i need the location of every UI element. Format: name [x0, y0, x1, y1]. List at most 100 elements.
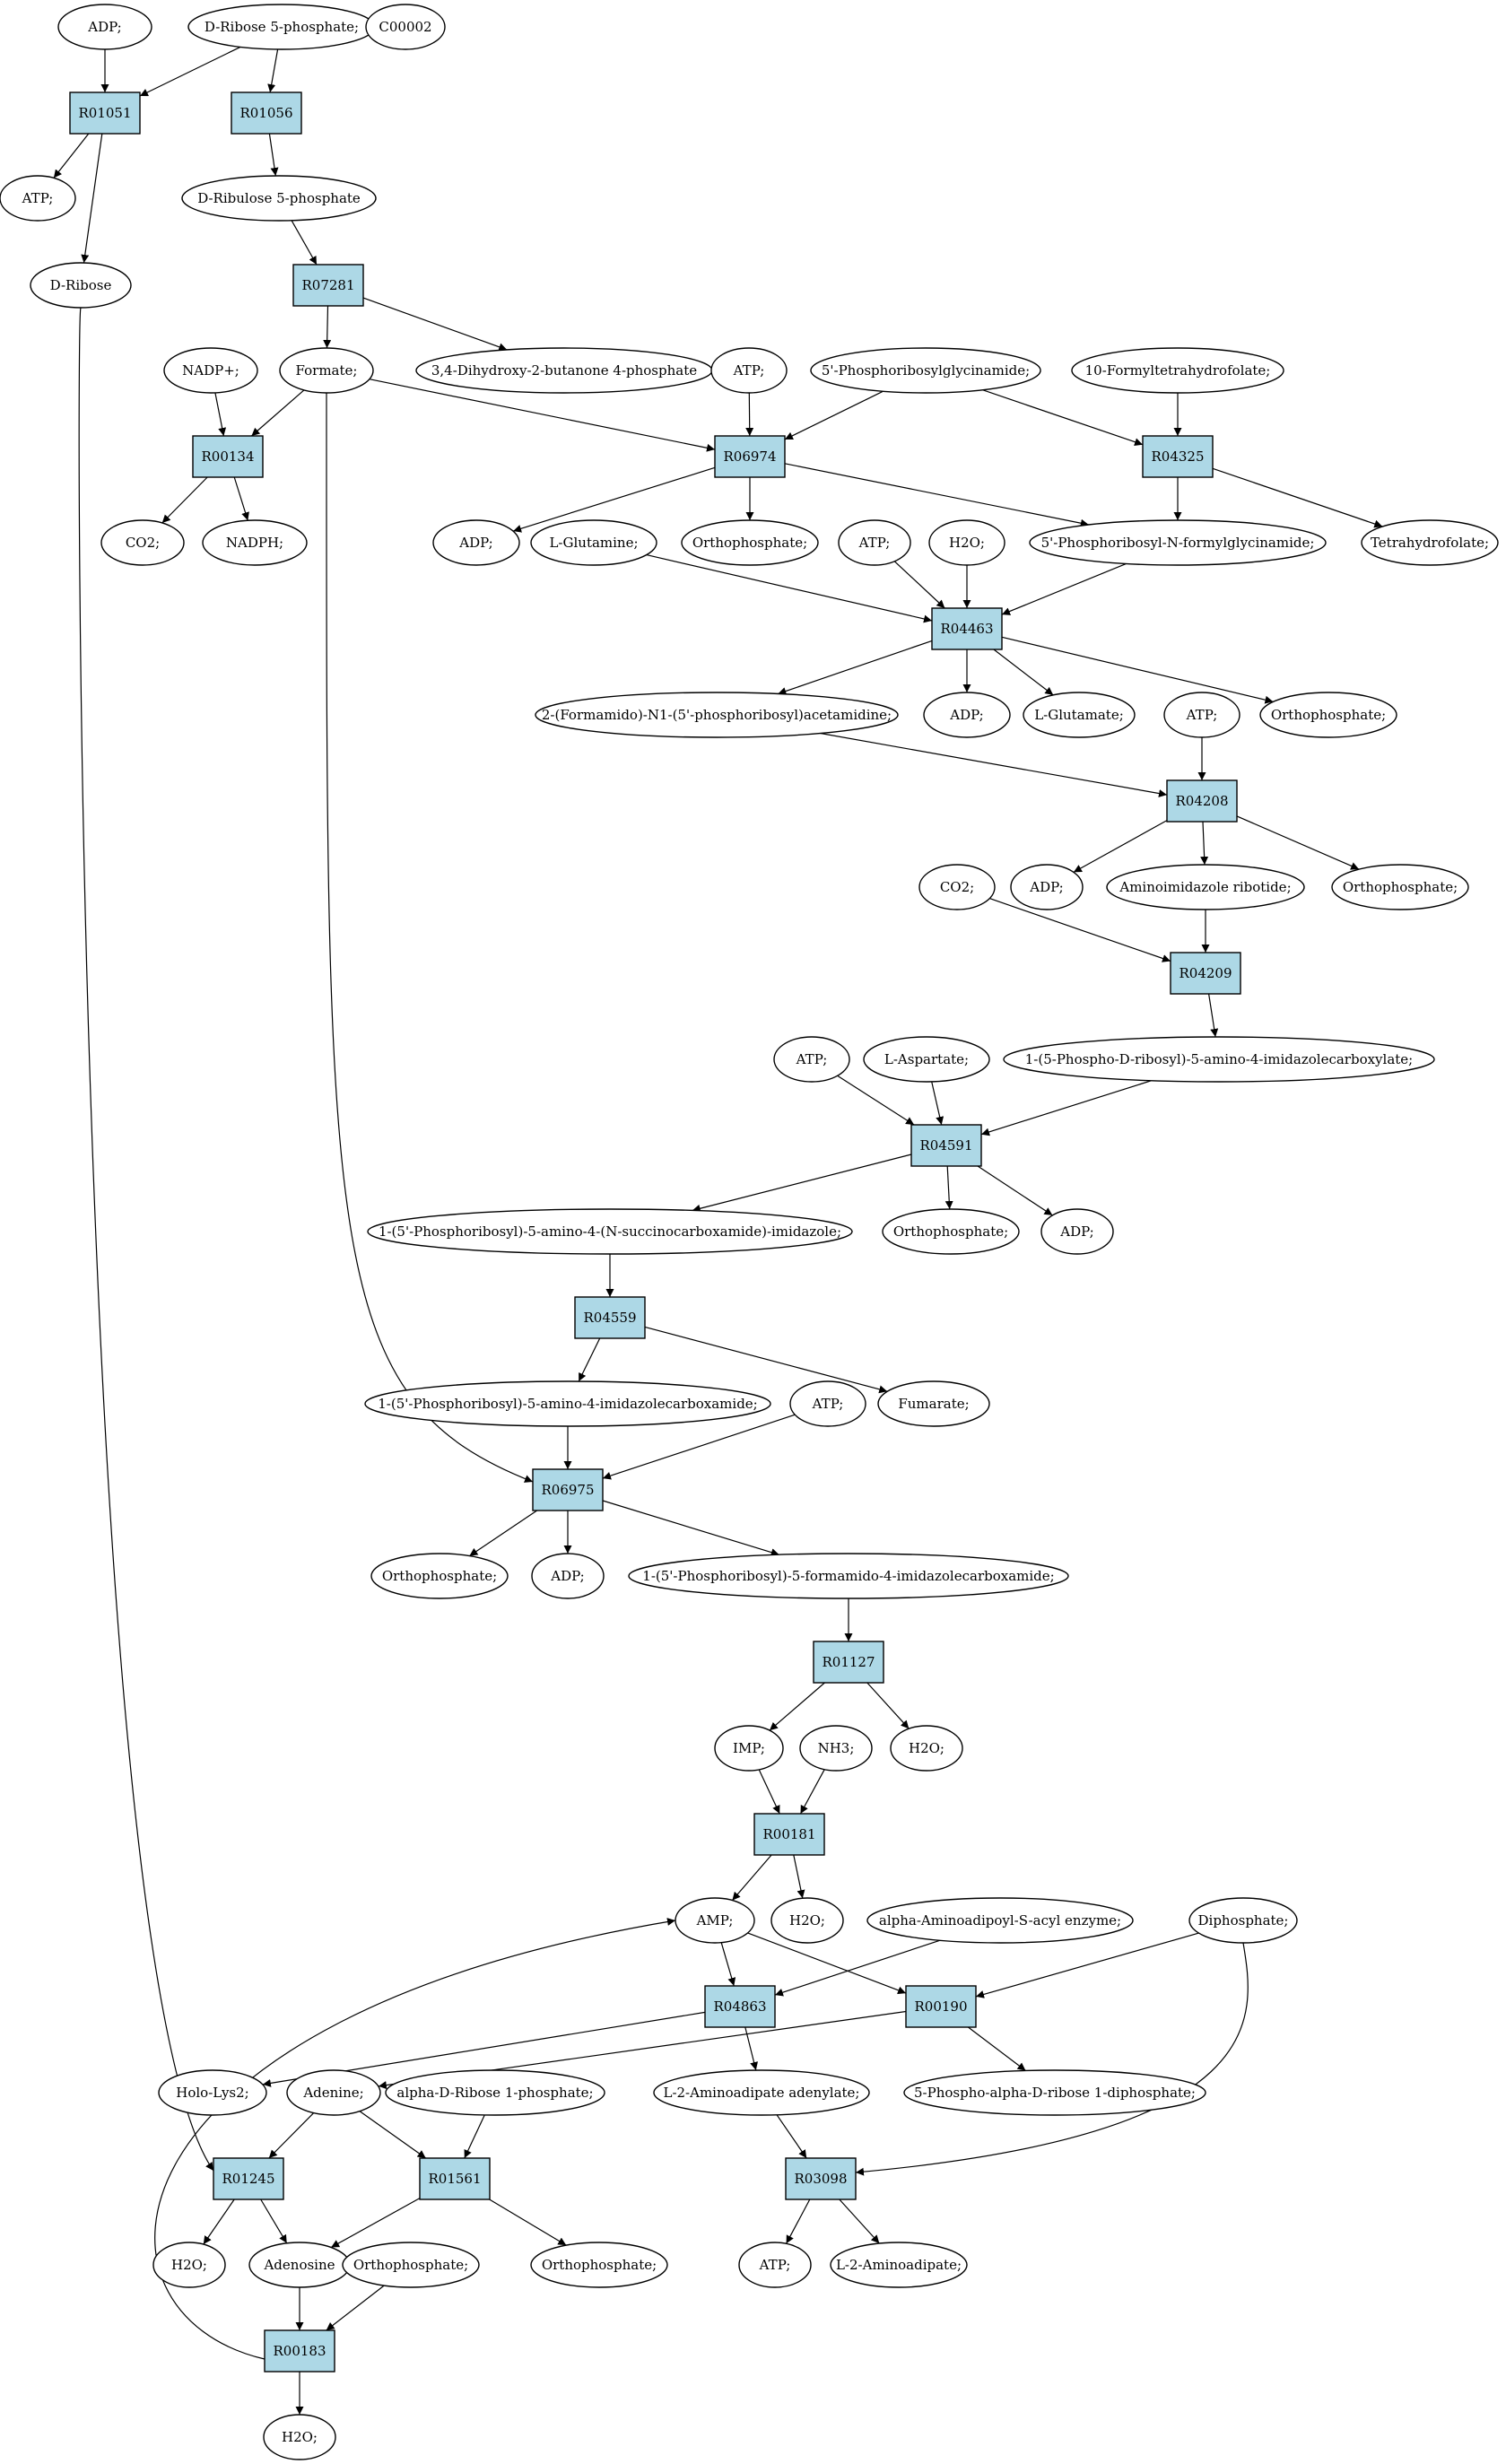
compound-node-c_saicar[interactable]: 1-(5'-Phosphoribosyl)-5-amino-4-(N-succi… [367, 1208, 853, 1255]
reaction-node-r_R04325[interactable]: R04325 [1142, 435, 1214, 478]
node-label: R04591 [919, 1137, 972, 1154]
reaction-node-r_R01127[interactable]: R01127 [813, 1641, 884, 1684]
reaction-node-r_R01561[interactable]: R01561 [419, 2157, 491, 2200]
edge-r_R01127-to-c_imp [769, 1682, 825, 1731]
compound-node-c_ribose5p[interactable]: D-Ribose 5-phosphate; [187, 4, 376, 50]
compound-node-c_nadp[interactable]: NADP+; [163, 347, 258, 394]
compound-node-c_hololys2[interactable]: Holo-Lys2; [158, 2069, 267, 2116]
compound-node-c_adp_f[interactable]: ADP; [531, 1553, 605, 1599]
compound-node-c_adp_top[interactable]: ADP; [57, 4, 152, 50]
compound-node-c_lglu[interactable]: L-Glutamate; [1023, 692, 1136, 738]
compound-node-c_dhbp[interactable]: 3,4-Dihydroxy-2-butanone 4-phosphate [415, 347, 713, 394]
compound-ellipse [0, 175, 76, 222]
compound-node-c_prpp[interactable]: 5-Phospho-alpha-D-ribose 1-diphosphate; [903, 2069, 1206, 2116]
edge-c_prgly-to-r_R06974 [784, 390, 884, 440]
compound-node-c_pi_a[interactable]: Orthophosphate; [681, 519, 819, 566]
node-label: R01245 [222, 2171, 274, 2187]
edge-c_fgam-to-r_R04208 [820, 732, 1168, 797]
compound-node-c_atp_b[interactable]: ATP; [710, 347, 788, 394]
compound-node-c_prgly[interactable]: 5'-Phosphoribosylglycinamide; [810, 347, 1041, 394]
compound-node-c_cair[interactable]: 1-(5-Phospho-D-ribosyl)-5-amino-4-imidaz… [1003, 1036, 1435, 1083]
compound-node-c_lasp[interactable]: L-Aspartate; [863, 1036, 990, 1083]
compound-node-c_imp[interactable]: IMP; [714, 1725, 784, 1772]
compound-node-c_fumarate[interactable]: Fumarate; [877, 1380, 990, 1427]
compound-node-c_pi_e[interactable]: Orthophosphate; [370, 1553, 509, 1599]
node-label: ATP; [858, 535, 891, 551]
compound-node-c_air[interactable]: Aminoimidazole ribotide; [1106, 864, 1305, 910]
compound-node-c_dribose[interactable]: D-Ribose [30, 262, 132, 309]
node-label: D-Ribulose 5-phosphate [197, 190, 361, 206]
compound-node-c_atp_d[interactable]: ATP; [1163, 692, 1240, 738]
reaction-node-r_R03098[interactable]: R03098 [785, 2157, 857, 2200]
reaction-node-r_R01051[interactable]: R01051 [69, 91, 141, 135]
compound-node-c_pi_g[interactable]: Orthophosphate; [530, 2242, 668, 2288]
compound-node-c_adenine[interactable]: Adenine; [286, 2069, 381, 2116]
compound-node-c_nh3[interactable]: NH3; [799, 1725, 873, 1772]
compound-node-c_l2aa[interactable]: L-2-Aminoadipate; [830, 2242, 968, 2288]
reaction-node-r_R01056[interactable]: R01056 [231, 91, 302, 135]
edge-c_formate-to-r_R06975 [326, 392, 534, 1483]
reaction-node-r_R06975[interactable]: R06975 [532, 1468, 604, 1511]
reaction-node-r_R04863[interactable]: R04863 [704, 1985, 776, 2028]
reaction-node-r_R07281[interactable]: R07281 [292, 264, 364, 307]
node-label: CO2; [126, 535, 160, 551]
compound-node-c_atp_f[interactable]: ATP; [789, 1380, 866, 1427]
compound-node-c_pi_d[interactable]: Orthophosphate; [882, 1208, 1020, 1255]
reaction-node-r_R00190[interactable]: R00190 [905, 1985, 977, 2028]
compound-node-c_lgln[interactable]: L-Glutamine; [530, 519, 657, 566]
edge-c_aaacyl-to-r_R04863 [774, 1939, 940, 1997]
compound-node-c_adp_c[interactable]: ADP; [923, 692, 1011, 738]
compound-node-c_pi_b[interactable]: Orthophosphate; [1259, 692, 1397, 738]
compound-node-c_pi_f[interactable]: Orthophosphate; [342, 2242, 480, 2288]
reaction-node-r_R04591[interactable]: R04591 [910, 1124, 982, 1167]
compound-node-c_co2_a[interactable]: CO2; [100, 519, 185, 566]
compound-node-c_pi_c[interactable]: Orthophosphate; [1331, 864, 1469, 910]
compound-node-c_adp_d[interactable]: ADP; [1010, 864, 1084, 910]
compound-node-c_fgar[interactable]: 5'-Phosphoribosyl-N-formylglycinamide; [1029, 519, 1327, 566]
compound-node-c_co2_b[interactable]: CO2; [918, 864, 996, 910]
compound-node-c_atp_c[interactable]: ATP; [838, 519, 911, 566]
compound-node-c_h2o_c[interactable]: H2O; [770, 1897, 844, 1944]
compound-node-c_h2o_a[interactable]: H2O; [928, 519, 1005, 566]
reaction-node-r_R04463[interactable]: R04463 [931, 607, 1003, 650]
compound-node-c_l2aa_adenylate[interactable]: L-2-Aminoadipate adenylate; [653, 2069, 870, 2116]
compound-node-c_ppi[interactable]: Diphosphate; [1188, 1897, 1298, 1944]
compound-ellipse [882, 1208, 1020, 1255]
compound-node-c_aaacyl[interactable]: alpha-Aminoadipoyl-S-acyl enzyme; [866, 1897, 1134, 1944]
compound-node-c_ribulose5p[interactable]: D-Ribulose 5-phosphate [181, 175, 377, 222]
reaction-node-r_R04559[interactable]: R04559 [574, 1296, 646, 1339]
compound-node-c_nadph[interactable]: NADPH; [202, 519, 308, 566]
node-label: R01051 [78, 105, 131, 121]
reaction-node-r_R04208[interactable]: R04208 [1166, 779, 1238, 823]
compound-node-c_thf[interactable]: Tetrahydrofolate; [1361, 519, 1499, 566]
compound-node-c_c00002[interactable]: C00002 [365, 4, 446, 50]
compound-node-c_fgam[interactable]: 2-(Formamido)-N1-(5'-phosphoribosyl)acet… [535, 692, 899, 738]
compound-node-c_adr1p[interactable]: alpha-D-Ribose 1-phosphate; [385, 2069, 605, 2116]
compound-node-c_atp_a[interactable]: ATP; [0, 175, 76, 222]
reaction-box [905, 1985, 977, 2028]
compound-node-c_adenosine[interactable]: Adenosine [248, 2242, 351, 2288]
node-label: Diphosphate; [1198, 1912, 1289, 1929]
reaction-node-r_R04209[interactable]: R04209 [1170, 952, 1241, 995]
compound-node-c_fthf[interactable]: 10-Formyltetrahydrofolate; [1071, 347, 1284, 394]
compound-node-c_formate[interactable]: Formate; [279, 347, 374, 394]
compound-node-c_faicar[interactable]: 1-(5'-Phosphoribosyl)-5-formamido-4-imid… [628, 1553, 1069, 1599]
node-label: 5'-Phosphoribosylglycinamide; [822, 362, 1030, 379]
compound-ellipse [530, 519, 657, 566]
compound-node-c_adp_b[interactable]: ADP; [432, 519, 520, 566]
compound-node-c_atp_e[interactable]: ATP; [773, 1036, 850, 1083]
compound-node-c_h2o_d[interactable]: H2O; [152, 2242, 226, 2288]
reaction-node-r_R00181[interactable]: R00181 [753, 1813, 825, 1856]
node-label: R04463 [940, 621, 993, 637]
edge-r_R06974-to-c_fgar [784, 463, 1089, 527]
reaction-node-r_R00134[interactable]: R00134 [192, 435, 264, 478]
compound-node-c_atp_g[interactable]: ATP; [738, 2242, 812, 2288]
compound-node-c_h2o_b[interactable]: H2O; [890, 1725, 963, 1772]
reaction-node-r_R00183[interactable]: R00183 [264, 2329, 335, 2373]
reaction-node-r_R06974[interactable]: R06974 [714, 435, 786, 478]
reaction-node-r_R01245[interactable]: R01245 [213, 2157, 284, 2200]
compound-node-c_aicar[interactable]: 1-(5'-Phosphoribosyl)-5-amino-4-imidazol… [364, 1380, 771, 1427]
compound-node-c_adp_e[interactable]: ADP; [1040, 1208, 1114, 1255]
compound-node-c_amp[interactable]: AMP; [675, 1897, 755, 1944]
compound-node-c_h2o_e[interactable]: H2O; [263, 2414, 336, 2460]
